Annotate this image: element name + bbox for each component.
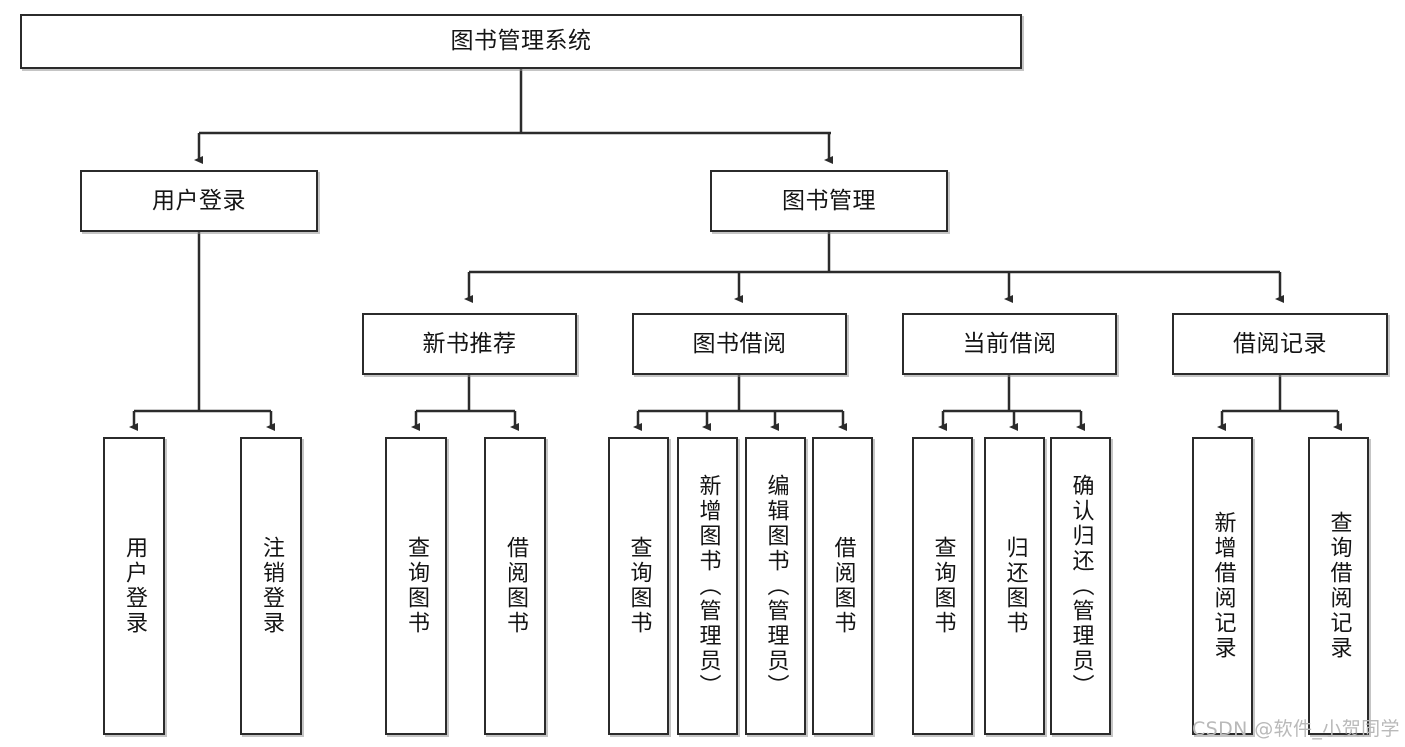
node-leaf-add-book-admin-label: 新增图书（管理员）	[695, 473, 721, 699]
node-book-borrow[interactable]: 图书借阅	[632, 313, 847, 375]
node-root-label: 图书管理系统	[450, 28, 592, 55]
node-leaf-user-login-label: 用户登录	[122, 536, 147, 636]
node-current-borrow[interactable]: 当前借阅	[902, 313, 1117, 375]
node-leaf-query-book-borrow[interactable]: 查询图书	[608, 437, 669, 735]
node-leaf-return-book[interactable]: 归还图书	[984, 437, 1045, 735]
csdn-watermark: CSDN @软件_小贺同学	[1192, 718, 1400, 740]
node-leaf-add-book-admin[interactable]: 新增图书（管理员）	[677, 437, 738, 735]
node-new-book-recommend[interactable]: 新书推荐	[362, 313, 577, 375]
node-book-borrow-label: 图书借阅	[692, 330, 787, 357]
node-leaf-add-borrow-record[interactable]: 新增借阅记录	[1192, 437, 1253, 735]
node-leaf-query-book-borrow-label: 查询图书	[626, 536, 652, 636]
node-leaf-query-book-current[interactable]: 查询图书	[912, 437, 973, 735]
node-user-login[interactable]: 用户登录	[80, 170, 318, 232]
node-root[interactable]: 图书管理系统	[20, 14, 1022, 69]
node-borrow-record[interactable]: 借阅记录	[1172, 313, 1388, 375]
node-leaf-borrow-book-label: 借阅图书	[830, 536, 856, 636]
node-current-borrow-label: 当前借阅	[962, 330, 1057, 357]
node-leaf-borrow-book-rec[interactable]: 借阅图书	[484, 437, 546, 735]
node-leaf-query-book-current-label: 查询图书	[930, 536, 956, 636]
node-leaf-query-borrow-record-label: 查询借阅记录	[1326, 511, 1352, 661]
node-new-book-recommend-label: 新书推荐	[422, 330, 517, 357]
node-leaf-query-book-rec[interactable]: 查询图书	[385, 437, 447, 735]
node-leaf-query-book-rec-label: 查询图书	[404, 536, 429, 636]
node-leaf-edit-book-admin-label: 编辑图书（管理员）	[763, 473, 789, 699]
node-leaf-user-login[interactable]: 用户登录	[103, 437, 165, 735]
node-user-login-label: 用户登录	[152, 187, 246, 214]
node-leaf-confirm-return-admin[interactable]: 确认归还（管理员）	[1050, 437, 1111, 735]
node-borrow-record-label: 借阅记录	[1233, 330, 1327, 357]
node-leaf-confirm-return-admin-label: 确认归还（管理员）	[1068, 473, 1094, 699]
node-leaf-borrow-book-rec-label: 借阅图书	[503, 536, 528, 636]
node-book-management[interactable]: 图书管理	[710, 170, 948, 232]
node-leaf-query-borrow-record[interactable]: 查询借阅记录	[1308, 437, 1369, 735]
node-leaf-add-borrow-record-label: 新增借阅记录	[1210, 511, 1236, 661]
node-leaf-edit-book-admin[interactable]: 编辑图书（管理员）	[745, 437, 806, 735]
node-leaf-logout-login[interactable]: 注销登录	[240, 437, 302, 735]
node-leaf-logout-login-label: 注销登录	[259, 536, 284, 636]
node-book-management-label: 图书管理	[782, 187, 876, 214]
node-leaf-borrow-book[interactable]: 借阅图书	[812, 437, 873, 735]
node-leaf-return-book-label: 归还图书	[1002, 536, 1028, 636]
